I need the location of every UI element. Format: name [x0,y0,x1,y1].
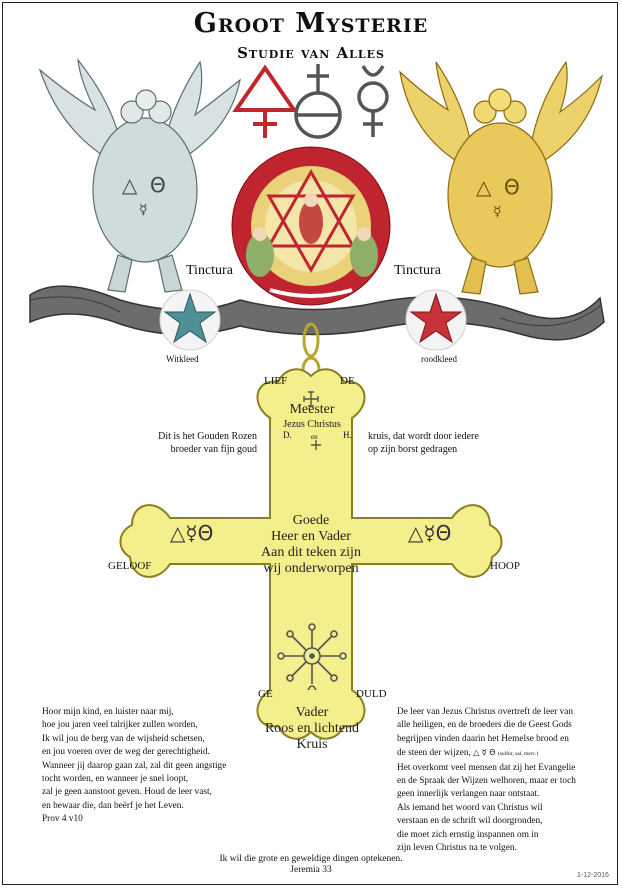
de-label: DE [340,375,355,387]
fire-triangle-icon [232,64,298,138]
right-paragraph-line: Als iemand het woord van Christus wil [397,802,543,813]
golden-cross [119,368,503,740]
left-paragraph-line: hoe jou jaren veel talrijker zullen word… [42,720,198,731]
red-star-icon [405,289,467,351]
cross-top-subtitle: Jezus Christus [283,419,341,430]
geloof-label: GELOOF [108,560,152,572]
ge-label: GE [258,688,273,700]
right-paragraph-line: Het overkomt veel mensen dat zij het Eva… [397,762,576,773]
left-paragraph-line: tocht worden, en wanneer je snel loopt, [42,774,189,785]
right-paragraph-line: alle heiligen, en de broeders die de Gee… [397,720,572,731]
left-eagle-illustration: △ Θ ☿ [38,58,241,293]
rose-cross-icon [303,391,321,450]
svg-text:△☿Θ: △☿Θ [170,521,213,545]
svg-text:Θ: Θ [150,173,166,197]
sulfur-icon [294,64,342,139]
footer-line: Jeremia 33 [290,865,332,875]
right-paragraph-line: zijn leven Christus na te volgen. [397,843,517,854]
svg-text:△: △ [122,173,138,197]
alchemy-symbols-icon: △ ☿ Θ [473,748,496,758]
cross-top-title: Meester [289,402,335,417]
symbol-line-suffix: (sulfur, sal, merc.) [497,751,539,758]
right-paragraph: De leer van Jezus Christus overtreft de … [397,706,576,855]
right-arm-symbols: △☿Θ [408,521,451,545]
symbol-line-prefix: de steen der wijzen, [397,748,471,759]
side-text-left: Dit is het Gouden Rozen broeder van fijn… [145,430,257,457]
cross-center-line: Heer en Vader [271,529,351,544]
mercury-icon [357,65,389,137]
right-paragraph-line: en de Spraak der Wijzen welhoren, maar e… [397,776,576,787]
right-paragraph-line: die moet zich ernstig inspannen om in [397,829,539,840]
left-paragraph-line: en jou voeren over de weg der gerechtigh… [42,747,210,758]
svg-text:☿: ☿ [493,204,502,220]
footer-line: Ik wil die grote en geweldige dingen opt… [219,854,403,864]
roodkleed-label: roodkleed [421,354,457,364]
side-text-left-line: broeder van fijn goud [170,444,257,456]
side-text-left-line: Dit is het Gouden Rozen [158,431,257,442]
central-roundel [231,146,391,306]
tinctura-right-label: Tinctura [394,263,441,278]
left-arm-symbols: △☿Θ [170,521,213,545]
lief-label: LIEF [264,375,288,387]
left-paragraph-line: Prov 4 v10 [42,814,83,825]
right-paragraph-line: verstaan en de schrift wil doorgronden, [397,816,543,827]
cross-center-text: Goede Heer en Vader Aan dit teken zijn w… [218,513,404,577]
duld-label: DULD [356,688,387,700]
right-paragraph-line: geen innerlijk verlangen naar ontstaat. [397,789,540,800]
footer: Ik wil die grote en geweldige dingen opt… [0,854,622,876]
svg-text:☿: ☿ [139,202,148,218]
hoop-label: HOOP [490,560,520,572]
right-paragraph-symbol-line: de steen der wijzen, △ ☿ Θ (sulfur, sal,… [397,746,576,761]
side-text-right-line: kruis, dat wordt door iedere [368,431,479,442]
right-paragraph-line: begrijpen vinden daarin het Hemelse broo… [397,733,569,744]
side-text-right: kruis, dat wordt door iedere op zijn bor… [368,430,479,457]
cross-top-d: D. [283,430,292,440]
witkleed-label: Witkleed [166,354,199,364]
left-paragraph: Hoor mijn kind, en luister naar mij, hoe… [42,706,226,827]
cross-top-en: en [311,433,318,441]
cross-bottom-line: Vader [295,705,329,720]
svg-text:△☿Θ: △☿Θ [408,521,451,545]
page-subtitle: Studie van Alles [237,44,385,62]
teal-star-icon [159,289,221,351]
page-title: Groot Mysterie [193,8,429,39]
side-text-right-line: op zijn borst gedragen [368,444,458,456]
left-paragraph-line: Ik wil jou de berg van de wijsheid schet… [42,733,205,744]
cross-bottom-line: Kruis [296,737,328,752]
left-paragraph-line: en bewaar die, dan beërf je het Leven. [42,800,184,811]
tinctura-left-label: Tinctura [186,263,233,278]
cross-center-line: Aan dit teken zijn [261,545,361,560]
right-paragraph-line: De leer van Jezus Christus overtreft de … [397,707,574,717]
cross-center-line: wij onderworpen [263,561,359,576]
left-paragraph-line: zal je geen aanstoot geven. Houd de leer… [42,787,212,798]
cross-top-h: H. [343,430,352,440]
cross-bottom-line: Roos en lichtend [264,721,360,736]
svg-text:Θ: Θ [504,175,520,199]
cross-bottom-text: Vader Roos en lichtend Kruis [262,705,362,753]
svg-text:△: △ [476,175,492,199]
cross-center-line: Goede [292,513,330,528]
left-paragraph-line: Wanneer jij daarop gaan zal, zal dit gee… [42,760,227,771]
right-eagle-illustration: △ Θ ☿ [399,60,604,295]
date-stamp: 1-12-2016 [577,872,609,879]
sun-wheel-icon [277,623,347,691]
left-paragraph-line: Hoor mijn kind, en luister naar mij, [42,707,174,717]
